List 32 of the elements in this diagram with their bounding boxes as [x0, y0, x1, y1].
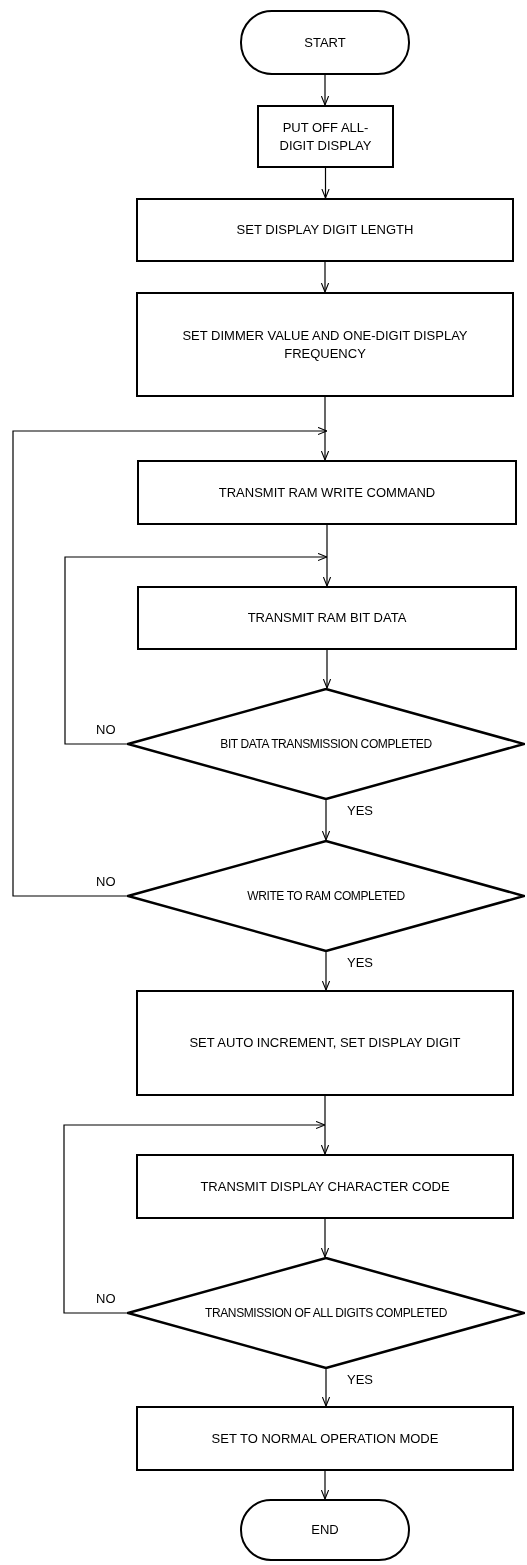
edge-label: YES — [346, 803, 374, 818]
arrow — [321, 1368, 331, 1407]
edge-label: NO — [95, 1291, 117, 1306]
decision-diamond: WRITE TO RAM COMPLETED — [127, 840, 525, 952]
arrow — [64, 552, 328, 745]
decision-diamond: TRANSMISSION OF ALL DIGITS COMPLETED — [127, 1257, 525, 1369]
process-box: SET AUTO INCREMENT, SET DISPLAY DIGIT — [136, 990, 514, 1096]
arrow — [322, 524, 332, 587]
process-box: TRANSMIT RAM BIT DATA — [137, 586, 517, 650]
arrow — [320, 261, 330, 293]
arrow — [63, 1120, 326, 1314]
arrow — [320, 74, 330, 106]
process-box: SET DISPLAY DIGIT LENGTH — [136, 198, 514, 262]
arrow — [321, 799, 331, 841]
edge-label: YES — [346, 955, 374, 970]
process-box: TRANSMIT DISPLAY CHARACTER CODE — [136, 1154, 514, 1219]
arrow — [320, 1470, 330, 1500]
arrow — [320, 1095, 330, 1155]
process-box: SET TO NORMAL OPERATION MODE — [136, 1406, 514, 1471]
process-box: PUT OFF ALL- DIGIT DISPLAY — [257, 105, 394, 168]
decision-diamond: BIT DATA TRANSMISSION COMPLETED — [127, 688, 525, 800]
arrow — [321, 951, 331, 991]
arrow — [321, 167, 330, 199]
arrow — [320, 1218, 330, 1258]
arrow — [320, 396, 330, 461]
arrow — [12, 426, 328, 897]
edge-label: YES — [346, 1372, 374, 1387]
arrow — [322, 649, 332, 689]
process-box: TRANSMIT RAM WRITE COMMAND — [137, 460, 517, 525]
edge-label: NO — [95, 874, 117, 889]
process-box: SET DIMMER VALUE AND ONE-DIGIT DISPLAY FREQUENCY — [136, 292, 514, 397]
edge-label: NO — [95, 722, 117, 737]
